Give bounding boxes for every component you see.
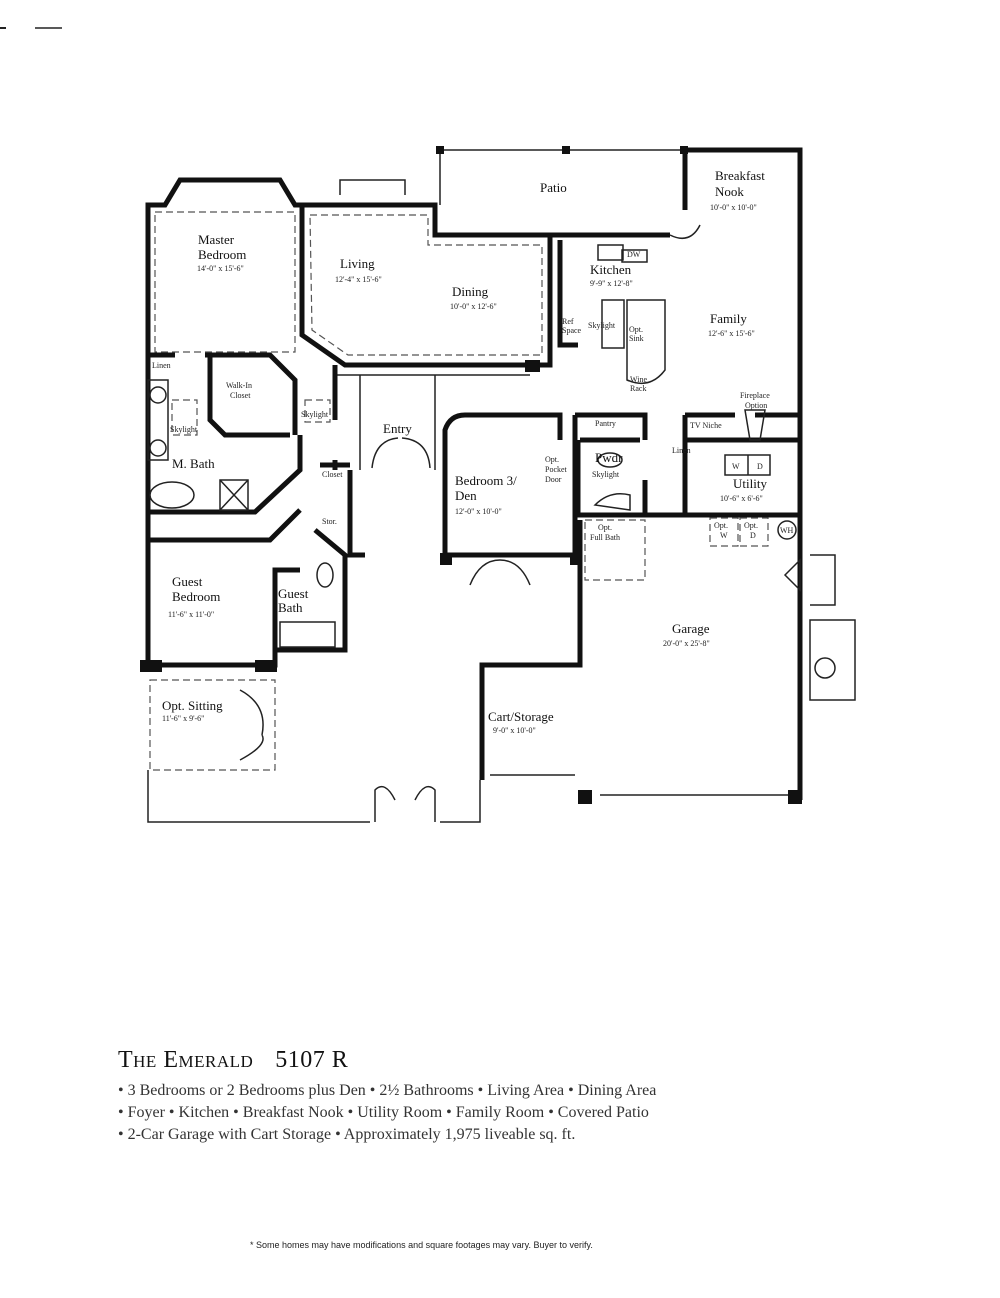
room-dims-guest-bedroom: 11'-6" x 11'-0" <box>168 610 214 619</box>
master-bath <box>147 379 303 543</box>
label-dw: DW <box>627 250 641 259</box>
room-dims-nook: 10'-0" x 10'-0" <box>710 203 757 212</box>
room-dims-utility: 10'-6" x 6'-6" <box>720 494 763 503</box>
label-ref-space: Ref <box>562 317 574 326</box>
feature-line: • Foyer • Kitchen • Breakfast Nook • Uti… <box>118 1104 649 1121</box>
room-label-pwdr: Pwdr <box>595 450 623 465</box>
room-label-family: Family <box>710 311 747 326</box>
label-opt-dryer: Opt. <box>744 521 758 530</box>
label-fireplace-2: Option <box>745 401 767 410</box>
room-dims-family: 12'-6" x 15'-6" <box>708 329 755 338</box>
label-skylight-pwdr: Skylight <box>592 470 620 479</box>
feature-line: • 3 Bedrooms or 2 Bedrooms plus Den • 2½… <box>118 1082 657 1099</box>
room-label-patio: Patio <box>540 180 567 195</box>
label-pocket-door: Opt. <box>545 455 559 464</box>
label-stor: Stor. <box>322 517 337 526</box>
label-skylight-hall: Skylight <box>301 410 329 419</box>
feature-line: • 2-Car Garage with Cart Storage • Appro… <box>118 1126 576 1143</box>
label-dryer: D <box>757 462 763 471</box>
room-dims-garage: 20'-0" x 25'-8" <box>663 639 710 648</box>
floor-plan: Patio Breakfast Nook 10'-0" x 10'-0" Mas… <box>0 27 856 823</box>
label-pocket-door-3: Door <box>545 475 562 484</box>
powder-room <box>575 412 648 581</box>
room-dims-cart: 9'-0" x 10'-0" <box>493 726 536 735</box>
label-linen-utility: Linen <box>672 446 691 455</box>
room-dims-kitchen: 9'-9" x 12'-8" <box>590 279 633 288</box>
garage <box>479 520 856 804</box>
label-wine-rack-2: Rack <box>630 384 646 393</box>
plan-model: 5107 R <box>275 1047 349 1073</box>
room-label-nook-2: Nook <box>715 184 744 199</box>
room-label-dining: Dining <box>452 284 489 299</box>
room-label-guest-bedroom-2: Bedroom <box>172 589 220 604</box>
label-fireplace: Fireplace <box>740 391 770 400</box>
room-label-nook: Breakfast <box>715 168 765 183</box>
label-water-heater: WH <box>780 526 794 535</box>
bedroom-3-den <box>440 412 582 586</box>
room-dims-sitting: 11'-6" x 9'-6" <box>162 714 204 723</box>
label-pocket-door-2: Pocket <box>545 465 568 474</box>
plan-name: The Emerald <box>118 1047 254 1073</box>
patio <box>436 146 688 205</box>
room-dims-dining: 10'-0" x 12'-6" <box>450 302 497 311</box>
room-label-utility: Utility <box>733 476 767 491</box>
room-label-guest-bath: Guest <box>278 586 309 601</box>
label-skylight-kitchen: Skylight <box>588 321 616 330</box>
label-opt-full-bath-2: Full Bath <box>590 533 620 542</box>
label-opt-dryer-2: D <box>750 531 756 540</box>
room-label-garage: Garage <box>672 621 710 636</box>
room-dims-master: 14'-0" x 15'-6" <box>197 264 244 273</box>
room-label-guest-bedroom: Guest <box>172 574 203 589</box>
room-label-living: Living <box>340 256 375 271</box>
label-opt-sink: Opt. <box>629 325 643 334</box>
plan-info: The Emerald 5107 R • 3 Bedrooms or 2 Bedr… <box>118 1047 656 1146</box>
label-linen: Linen <box>152 361 171 370</box>
guest-wing <box>140 462 365 672</box>
master-bedroom <box>145 177 300 665</box>
room-label-den: Bedroom 3/ <box>455 473 517 488</box>
plan-title: The Emerald 5107 R <box>118 1047 656 1074</box>
living-dining <box>299 179 553 372</box>
opt-sitting <box>149 679 276 771</box>
label-walkin-2: Closet <box>230 391 251 400</box>
label-opt-washer-2: W <box>720 531 728 540</box>
room-label-den-2: Den <box>455 488 477 503</box>
label-pantry: Pantry <box>595 419 616 428</box>
room-label-sitting: Opt. Sitting <box>162 698 223 713</box>
label-skylight: Skylight <box>170 425 198 434</box>
room-label-kitchen: Kitchen <box>590 262 632 277</box>
room-label-cart: Cart/Storage <box>488 709 554 724</box>
label-opt-washer: Opt. <box>714 521 728 530</box>
room-label-guest-bath-2: Bath <box>278 600 303 615</box>
entry-hall <box>304 365 530 470</box>
label-tv-niche: TV Niche <box>690 421 722 430</box>
room-dims-den: 12'-0" x 10'-0" <box>455 507 502 516</box>
disclaimer: * Some homes may have modifications and … <box>250 1240 593 1250</box>
room-dims-living: 12'-4" x 15'-6" <box>335 275 382 284</box>
label-ref-space-2: Space <box>562 326 582 335</box>
kitchen-family <box>550 147 803 575</box>
label-opt-full-bath: Opt. <box>598 523 612 532</box>
room-label-master: Master <box>198 232 235 247</box>
front-walkway <box>147 770 481 823</box>
utility-room <box>645 440 800 547</box>
label-wine-rack: Wine <box>630 375 647 384</box>
label-opt-sink-2: Sink <box>629 334 644 343</box>
room-label-entry: Entry <box>383 421 412 436</box>
label-washer: W <box>732 462 740 471</box>
label-closet: Closet <box>322 470 343 479</box>
room-label-mbath: M. Bath <box>172 456 215 471</box>
label-walkin: Walk-In <box>226 381 252 390</box>
room-label-master-2: Bedroom <box>198 247 246 262</box>
